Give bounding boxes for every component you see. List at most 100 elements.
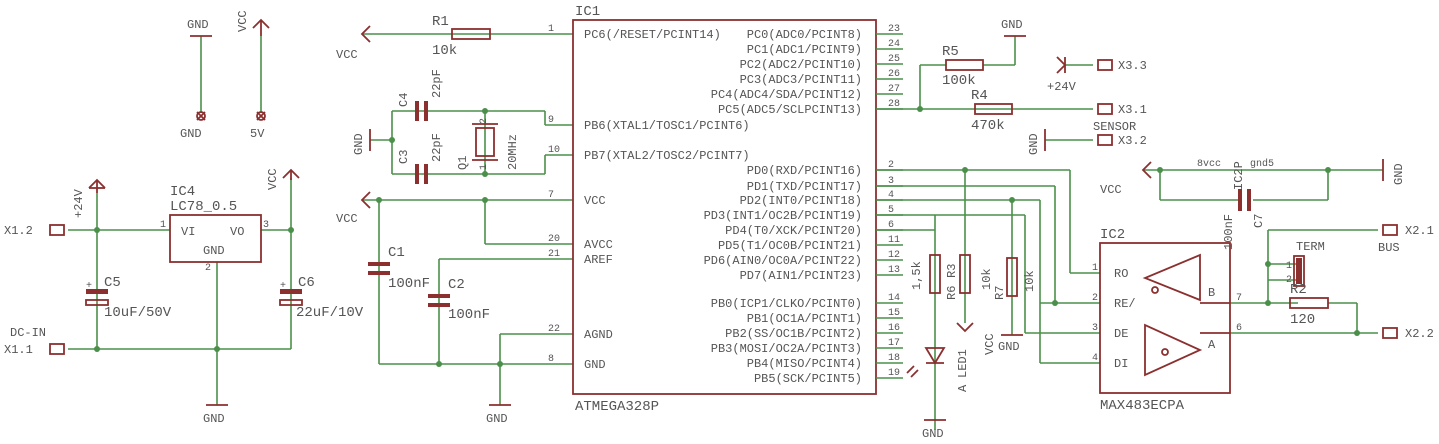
ic1-pin-number: 20 <box>548 234 560 245</box>
ic1-pin-label: PD7(AIN1/PCINT23) <box>740 269 862 283</box>
svg-text:10uF/50V: 10uF/50V <box>104 305 172 321</box>
ic1-pin-number: 14 <box>888 293 900 304</box>
svg-text:X3.3: X3.3 <box>1118 59 1147 73</box>
ic1-pin-label: PD3(INT1/OC2B/PCINT19) <box>704 209 862 223</box>
capacitor-c4: C4 22pF <box>397 69 444 121</box>
ic1-right-pins: PC0(ADC0/PCINT8)23PC1(ADC1/PCINT9)24PC2(… <box>704 24 903 386</box>
ic1-pin-label: PC0(ADC0/PCINT8) <box>747 28 862 42</box>
svg-text:X2.2: X2.2 <box>1405 327 1434 341</box>
ic1-pin-number: 9 <box>548 115 554 126</box>
ic1-pin-label: PD4(T0/XCK/PCINT20) <box>725 224 862 238</box>
ic1-left-pins: PC6(/RESET/PCINT14)1PB6(XTAL1/TOSC1/PCIN… <box>548 24 750 372</box>
svg-text:C3: C3 <box>397 150 411 164</box>
vcc-arrow-ic1: VCC <box>336 191 371 226</box>
svg-text:X3.1: X3.1 <box>1118 103 1147 117</box>
ic1-pin-number: 2 <box>888 160 894 171</box>
svg-text:X1.2: X1.2 <box>4 224 33 238</box>
svg-text:VCC: VCC <box>1100 183 1122 197</box>
svg-text:VCC: VCC <box>336 48 358 62</box>
svg-text:22uF/10V: 22uF/10V <box>296 305 364 321</box>
svg-text:+24V: +24V <box>72 188 86 218</box>
ic1-pin-label: PC2(ADC2/PCINT10) <box>740 58 862 72</box>
ic1-pin-number: 22 <box>548 324 560 335</box>
connector-x32[interactable]: X3.2 <box>1097 134 1147 148</box>
svg-text:BUS: BUS <box>1378 241 1400 255</box>
svg-text:LC78_0.5: LC78_0.5 <box>170 199 237 215</box>
svg-text:100nF: 100nF <box>1222 214 1236 250</box>
svg-text:R6: R6 <box>945 286 959 300</box>
svg-text:GND: GND <box>486 412 508 426</box>
svg-text:8vcc: 8vcc <box>1197 159 1221 170</box>
connector-x12[interactable]: X1.2 <box>4 224 65 238</box>
svg-text:C6: C6 <box>298 275 315 291</box>
transceiver-ic2: IC2 MAX483ECPA RO RE/ DE DI B A 1 2 3 4 … <box>1092 227 1242 414</box>
svg-text:1: 1 <box>1286 261 1292 272</box>
resistor-r1: R1 10k <box>432 14 491 59</box>
ic1-pin-label: PD1(TXD/PCINT17) <box>747 180 862 194</box>
ic1-pin-number: 17 <box>888 338 900 349</box>
svg-text:3: 3 <box>1092 323 1098 334</box>
ic1-pin-label: PC5(ADC5/SCLPCINT13) <box>718 103 862 117</box>
svg-text:C1: C1 <box>388 245 405 261</box>
resistor-r3: R3 10k <box>945 254 994 294</box>
svg-text:R3: R3 <box>945 264 959 278</box>
svg-text:1: 1 <box>160 220 166 231</box>
ic1-pin-number: 18 <box>888 353 900 364</box>
capacitor-c1: C1 100nF <box>368 245 430 292</box>
ic1-pin-number: 28 <box>888 99 900 110</box>
svg-text:GND: GND <box>1001 18 1023 32</box>
gnd-symbol-regulator: GND <box>203 404 228 426</box>
svg-text:+: + <box>86 281 92 292</box>
vcc-arrow-top: VCC <box>236 10 270 36</box>
junction-dots <box>94 106 1360 367</box>
svg-text:Q1: Q1 <box>456 156 470 170</box>
jumper-term[interactable]: TERM 1 2 <box>1286 240 1325 287</box>
resistor-r4: R4 470k <box>971 88 1013 134</box>
gnd-symbol-r7: GND <box>998 334 1023 354</box>
connector-x21[interactable]: X2.1 BUS <box>1378 224 1434 255</box>
connector-x33[interactable]: X3.3 <box>1097 59 1147 73</box>
svg-text:C2: C2 <box>448 277 465 293</box>
svg-text:IC1: IC1 <box>575 4 600 20</box>
ic1-pin-label: PB4(MISO/PCINT4) <box>747 357 862 371</box>
svg-text:R5: R5 <box>942 44 959 60</box>
capacitor-c6: + C6 22uF/10V <box>279 275 364 321</box>
connector-x22[interactable]: X2.2 <box>1382 327 1434 341</box>
plus24v-arrow-left: +24V <box>72 178 106 218</box>
connector-x11[interactable]: X1.1 DC-IN <box>4 326 65 357</box>
led1: LED1 A <box>906 347 970 392</box>
ic1-pin-number: 19 <box>888 368 900 379</box>
svg-text:2: 2 <box>1286 275 1292 286</box>
connector-x31[interactable]: X3.1 SENSOR <box>1093 103 1147 134</box>
svg-text:5V: 5V <box>250 127 265 141</box>
solder-pad-gnd[interactable]: GND <box>180 111 206 141</box>
svg-text:ATMEGA328P: ATMEGA328P <box>575 399 659 415</box>
svg-text:SENSOR: SENSOR <box>1093 120 1136 134</box>
ic1-pin-number: 11 <box>888 235 900 246</box>
svg-text:20MHz: 20MHz <box>506 134 520 170</box>
ic1-pin-label: PC1(ADC1/PCINT9) <box>747 43 862 57</box>
ic1-pin-label: AVCC <box>584 238 613 252</box>
ic1-pin-label: PB3(MOSI/OC2A/PCINT3) <box>711 342 862 356</box>
svg-text:DI: DI <box>1114 357 1128 371</box>
svg-text:R2: R2 <box>1290 282 1307 298</box>
ic1-pin-label: PB5(SCK/PCINT5) <box>754 372 862 386</box>
ic1-pin-number: 10 <box>548 145 560 156</box>
vcc-arrow-ic2: VCC <box>1100 161 1152 197</box>
svg-text:100nF: 100nF <box>448 307 490 323</box>
solder-pad-5v[interactable]: 5V <box>250 111 266 141</box>
svg-text:22pF: 22pF <box>430 69 444 98</box>
svg-text:gnd5: gnd5 <box>1250 158 1274 170</box>
svg-text:10k: 10k <box>1023 270 1037 292</box>
ic1-pin-label: GND <box>584 358 606 372</box>
ic1-pin-number: 12 <box>888 250 900 261</box>
svg-text:RO: RO <box>1114 267 1128 281</box>
svg-text:GND: GND <box>203 412 225 426</box>
svg-text:100k: 100k <box>942 73 976 89</box>
ic1-pin-label: PC6(/RESET/PCINT14) <box>584 28 721 42</box>
resistor-r2: R2 120 <box>1289 282 1329 328</box>
svg-text:X1.1: X1.1 <box>4 343 33 357</box>
svg-text:A: A <box>1208 338 1216 352</box>
ic1-pin-label: PD5(T1/OC0B/PCINT21) <box>718 239 862 253</box>
ic1-pin-label: PD0(RXD/PCINT16) <box>747 164 862 178</box>
